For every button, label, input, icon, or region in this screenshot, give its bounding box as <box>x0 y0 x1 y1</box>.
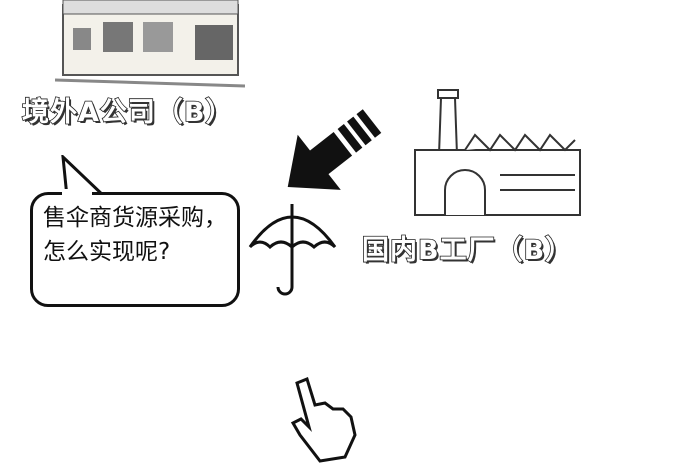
foreign-company-label: 境外A公司（B） <box>21 96 234 129</box>
domestic-factory-label: 国内B工厂（B） <box>361 234 574 267</box>
bubble-text: 售伞商货源采购，怎么实现呢? <box>43 205 227 265</box>
factory-icon <box>414 89 581 216</box>
arrow-up-left-icon <box>287 109 382 190</box>
umbrella-icon <box>248 204 337 296</box>
storefront-icon <box>55 0 245 88</box>
pointing-hand-icon <box>290 377 357 463</box>
speech-bubble: 售伞商货源采购，怎么实现呢? <box>30 192 240 307</box>
